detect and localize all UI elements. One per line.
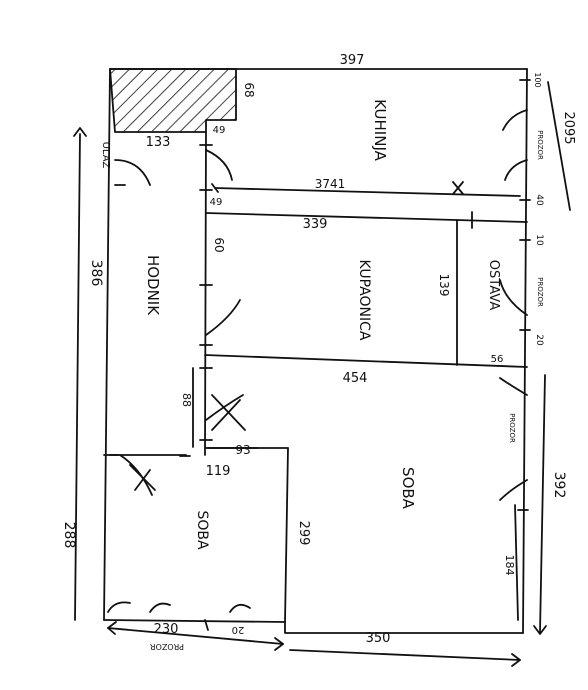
dim-diagonal bbox=[214, 187, 521, 197]
window-swing-4 bbox=[499, 479, 528, 501]
dim-88: 88 bbox=[180, 393, 193, 407]
dim-left-vertical bbox=[74, 133, 81, 621]
room-label-small-room: SOBA bbox=[194, 510, 210, 550]
window-swing-7 bbox=[229, 603, 251, 613]
dim-bottom-left bbox=[107, 627, 284, 645]
dim-56: 56 bbox=[491, 354, 504, 365]
window-swing-5 bbox=[107, 601, 131, 613]
dim-right-arrow bbox=[533, 625, 547, 635]
dim-right-vertical bbox=[539, 374, 546, 633]
dim-119: 119 bbox=[206, 464, 231, 479]
outer-wall-bottom-left bbox=[103, 619, 286, 623]
door-swing-kitchen bbox=[205, 149, 233, 181]
room-label-kitchen: KUHINJA bbox=[371, 99, 389, 161]
dim-bottom-right bbox=[289, 649, 521, 661]
door-swing-bath bbox=[205, 299, 241, 336]
window-swing-2 bbox=[504, 159, 528, 181]
dim-184: 184 bbox=[503, 555, 516, 576]
dim-40: 40 bbox=[534, 194, 544, 206]
small-room-right-wall bbox=[284, 447, 289, 623]
room-label-large-room: SOBA bbox=[399, 467, 417, 510]
dim-bottom-right-arrow bbox=[511, 653, 521, 667]
kitchen-bath-wall bbox=[205, 212, 528, 223]
dim-454: 454 bbox=[343, 371, 368, 386]
dim-392: 392 bbox=[551, 472, 567, 499]
hallway-wall bbox=[204, 131, 207, 456]
window-swing-6 bbox=[149, 602, 171, 613]
window-swing-3 bbox=[499, 377, 528, 396]
room-label-hallway: HODNIK bbox=[144, 255, 162, 316]
door-swing-room bbox=[205, 394, 244, 421]
bathroom-bottom-wall bbox=[204, 354, 528, 368]
dim-139: 139 bbox=[437, 274, 451, 297]
entrance-label: ULAZ bbox=[100, 142, 111, 169]
window-label-2: PROZOR bbox=[536, 277, 544, 307]
dim-386: 386 bbox=[88, 260, 104, 287]
dim-top-width: 397 bbox=[340, 53, 365, 68]
dim-60: 60 bbox=[212, 237, 226, 252]
door-swing-entrance bbox=[114, 159, 151, 186]
wall-ticks bbox=[109, 79, 531, 631]
dim-339: 339 bbox=[303, 217, 328, 232]
outer-wall-left bbox=[103, 68, 111, 621]
window-label-3: PROZOR bbox=[508, 413, 516, 443]
room-label-bathroom: KUPAONICA bbox=[356, 260, 372, 341]
door-swing-small-room bbox=[119, 454, 153, 496]
dim-350: 350 bbox=[366, 631, 391, 646]
dim-10: 10 bbox=[534, 234, 544, 246]
hatched-block bbox=[109, 68, 237, 133]
dim-230: 230 bbox=[154, 622, 179, 637]
dim-93: 93 bbox=[235, 443, 250, 457]
dim-bottom-left-arrow-r bbox=[274, 637, 284, 651]
window-label-4: PROZOR bbox=[150, 642, 184, 651]
dim-20: 20 bbox=[534, 334, 544, 346]
door-x-1 bbox=[211, 394, 246, 431]
dim-diagonal-star bbox=[452, 181, 464, 195]
dim-49-b: 49 bbox=[210, 197, 223, 208]
dim-288: 288 bbox=[61, 522, 77, 549]
dim-diagonal-tick-l bbox=[211, 183, 219, 193]
door-swing-storage bbox=[499, 279, 528, 316]
dim-133: 133 bbox=[146, 135, 171, 150]
dim-left-arrow bbox=[73, 127, 87, 137]
dim-2095: 2095 bbox=[561, 111, 576, 144]
dim-100: 100 bbox=[533, 72, 542, 87]
dim-184 bbox=[514, 504, 519, 621]
dim-68: 68 bbox=[242, 82, 256, 97]
window-swing-1 bbox=[502, 109, 528, 131]
dim-3741: 3741 bbox=[315, 177, 346, 191]
dim-49-a: 49 bbox=[213, 125, 226, 136]
outer-wall-right bbox=[522, 68, 528, 634]
dim-299: 299 bbox=[296, 521, 311, 546]
room-label-storage: OSTAVA bbox=[486, 260, 501, 311]
door-x-2 bbox=[129, 464, 156, 491]
window-label-1: PROZOR bbox=[536, 130, 544, 160]
outer-wall-bottom-right bbox=[284, 621, 524, 634]
dim-bottom-left-arrow-l bbox=[107, 621, 117, 635]
dim-right-2095 bbox=[547, 81, 571, 211]
dim-bottom-20: 20 bbox=[232, 624, 245, 635]
